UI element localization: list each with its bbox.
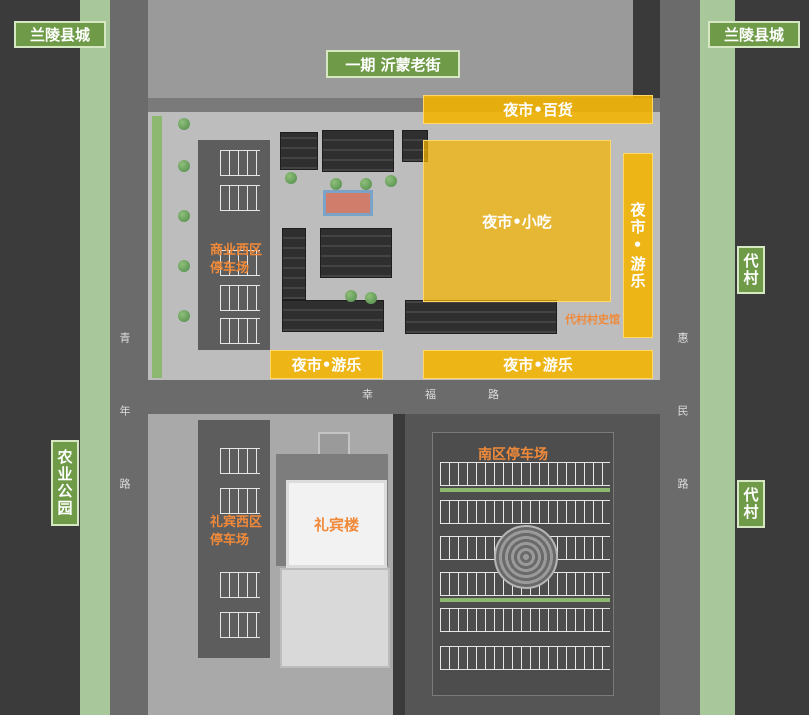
- label-phase-one-text: 一期 沂蒙老街: [345, 55, 441, 74]
- courtyard-pool: [323, 190, 373, 216]
- label-lanling-county-left-text: 兰陵县城: [29, 26, 90, 44]
- zone-department-store[interactable]: 夜市•百货: [423, 95, 653, 124]
- label-agricultural-park-text: 农业公园: [55, 449, 74, 517]
- label-dai-village-top-text: 代村: [741, 253, 760, 287]
- road-huimin: [660, 0, 700, 715]
- tree: [345, 290, 357, 302]
- hedge-line: [440, 488, 610, 492]
- hedge-line: [152, 116, 162, 378]
- tree: [178, 210, 190, 222]
- grass-strip-right: [700, 0, 735, 715]
- zone-snacks[interactable]: 夜市•小吃: [423, 140, 611, 302]
- parking-row: [220, 488, 260, 514]
- label-lanling-county-right[interactable]: 兰陵县城: [708, 21, 800, 48]
- tree: [178, 118, 190, 130]
- hedge-line: [440, 598, 610, 602]
- parking-row: [220, 572, 260, 598]
- road-xingfu: [110, 380, 700, 414]
- tree: [360, 178, 372, 190]
- parking-row: [220, 318, 260, 344]
- road-name-huimin: 惠民路: [676, 332, 689, 551]
- fountain: [494, 525, 558, 589]
- tree: [385, 175, 397, 187]
- building: [322, 130, 394, 172]
- right-margin: [735, 0, 809, 715]
- zone-amusement-bottom[interactable]: 夜市•游乐: [423, 350, 653, 379]
- history-hall-label: 代村村史馆: [565, 313, 620, 326]
- parking-row: [220, 448, 260, 474]
- road-qingnian: [110, 0, 148, 715]
- label-lanling-county-left[interactable]: 兰陵县城: [14, 21, 106, 48]
- old-street-block: [148, 0, 633, 98]
- tree: [178, 260, 190, 272]
- zone-department-store-label: 夜市•百货: [503, 101, 573, 119]
- west-parking-label: 商业西区停车场: [210, 243, 263, 276]
- zone-amusement-left-label: 夜市•游乐: [291, 356, 362, 374]
- tree: [178, 310, 190, 322]
- road-name-xingfu: 幸福路: [362, 388, 551, 401]
- zone-amusement-bottom-label: 夜市•游乐: [503, 356, 573, 374]
- label-phase-one[interactable]: 一期 沂蒙老街: [326, 50, 460, 78]
- parking-row: [440, 646, 610, 670]
- guesthouse-annex: [280, 568, 390, 668]
- grass-strip-left: [80, 0, 110, 715]
- tree: [285, 172, 297, 184]
- building: [320, 228, 392, 278]
- building: [282, 228, 306, 300]
- zone-amusement-right[interactable]: 夜市•游乐: [623, 153, 653, 338]
- tree: [178, 160, 190, 172]
- parking-row: [440, 462, 610, 486]
- parking-row: [440, 500, 610, 524]
- south-parking-label: 南区停车场: [478, 447, 548, 463]
- guesthouse-west-parking-label: 礼宾西区停车场: [210, 515, 263, 548]
- zone-snacks-label: 夜市•小吃: [482, 212, 552, 231]
- guesthouse-label: 礼宾楼: [313, 515, 359, 534]
- label-dai-village-bottom[interactable]: 代村: [737, 480, 765, 528]
- parking-row: [220, 612, 260, 638]
- guesthouse-building: 礼宾楼: [286, 480, 387, 568]
- tree: [330, 178, 342, 190]
- parking-row: [220, 285, 260, 311]
- zone-amusement-right-label: 夜市•游乐: [628, 201, 647, 290]
- building: [405, 300, 557, 334]
- road-name-qingnian: 青年路: [118, 332, 131, 551]
- zone-amusement-left[interactable]: 夜市•游乐: [270, 350, 383, 379]
- parking-row: [220, 185, 260, 211]
- building: [282, 300, 384, 332]
- label-dai-village-top[interactable]: 代村: [737, 246, 765, 294]
- building: [280, 132, 318, 170]
- label-lanling-county-right-text: 兰陵县城: [723, 26, 784, 44]
- parking-row: [220, 150, 260, 176]
- label-dai-village-bottom-text: 代村: [741, 487, 760, 521]
- parking-row: [440, 608, 610, 632]
- parking-row: [220, 250, 260, 276]
- label-agricultural-park[interactable]: 农业公园: [51, 440, 79, 526]
- tree: [365, 292, 377, 304]
